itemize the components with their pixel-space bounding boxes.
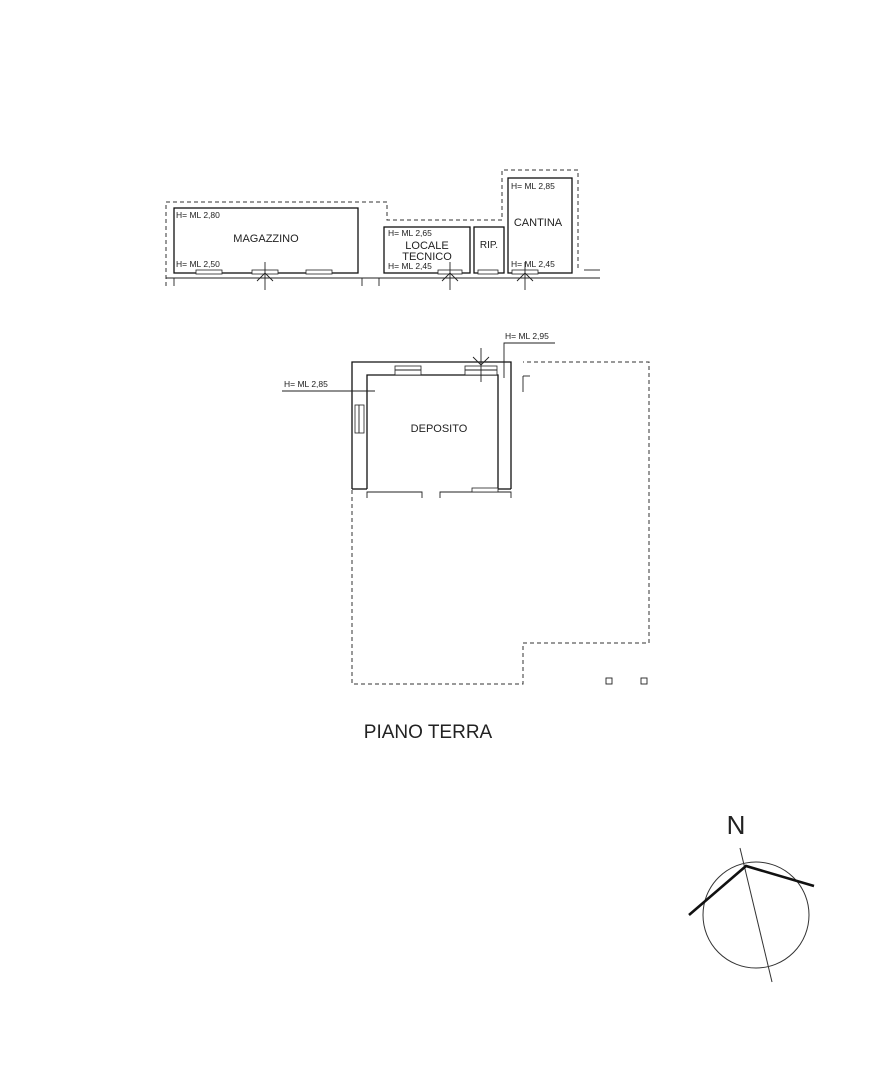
section-arrow — [441, 272, 459, 282]
upper-rooms: H= ML 2,80 H= ML 2,50 MAGAZZINO H= ML 2,… — [165, 169, 600, 290]
deposito-outer-wall — [351, 361, 512, 489]
locale-tecnico-height-bottom: H= ML 2,45 — [388, 261, 432, 271]
deposito-inner-wall — [366, 374, 499, 489]
deposito-block: H= ML 2,85 H= ML 2,95 DEPOSITO — [282, 331, 650, 685]
window — [477, 269, 499, 275]
deposito-label: DEPOSITO — [411, 423, 468, 435]
room-cantina — [507, 177, 573, 274]
north-arrow-icon: N — [688, 810, 815, 983]
cantina-height-bottom: H= ML 2,45 — [511, 259, 555, 269]
floor-title: PIANO TERRA — [364, 722, 493, 743]
deposito-height-right: H= ML 2,95 — [505, 331, 549, 341]
column-marker — [605, 677, 613, 685]
magazzino-height-bottom: H= ML 2,50 — [176, 259, 220, 269]
window — [471, 487, 499, 493]
leader-line-right — [503, 342, 555, 378]
window — [354, 404, 365, 434]
window — [305, 269, 333, 275]
magazzino-height-top: H= ML 2,80 — [176, 210, 220, 220]
magazzino-label: MAGAZZINO — [233, 233, 299, 245]
compass-axis — [739, 847, 773, 983]
section-arrow — [472, 356, 490, 366]
compass-pointer — [688, 864, 815, 916]
courtyard-perimeter — [351, 361, 650, 685]
section-arrow — [256, 272, 274, 282]
locale-tecnico-label-line1: LOCALE — [405, 240, 448, 252]
cantina-label: CANTINA — [514, 217, 563, 229]
door-opening — [366, 491, 423, 498]
section-arrow — [516, 272, 534, 282]
locale-tecnico-label-line2: TECNICO — [402, 251, 452, 263]
compass-circle — [702, 861, 810, 969]
cantina-height-top: H= ML 2,85 — [511, 181, 555, 191]
room-locale-tecnico — [383, 226, 471, 274]
window — [195, 269, 223, 275]
column-marker — [640, 677, 648, 685]
compass-north-label: N — [727, 810, 746, 840]
deposito-height-left: H= ML 2,85 — [284, 379, 328, 389]
locale-tecnico-height-top: H= ML 2,65 — [388, 228, 432, 238]
ripostiglio-label: RIP. — [480, 240, 498, 251]
window — [394, 365, 422, 376]
door-opening — [439, 491, 512, 498]
upper-perimeter — [165, 169, 579, 286]
